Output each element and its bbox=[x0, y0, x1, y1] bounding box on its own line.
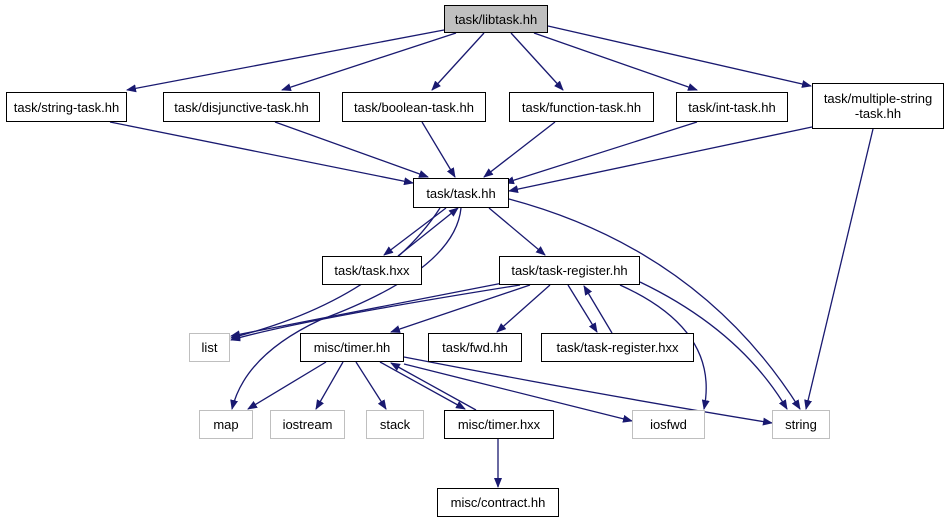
node-list: list bbox=[189, 333, 230, 362]
edge-boolean-task-task bbox=[421, 121, 456, 178]
edge-task-task-register bbox=[488, 207, 546, 256]
edge-timer-string bbox=[403, 356, 773, 426]
edge-timer-map bbox=[247, 361, 327, 410]
node-task-disjunctive-task-hh[interactable]: task/disjunctive-task.hh bbox=[163, 92, 320, 122]
edge-task-list bbox=[230, 207, 441, 340]
edge-timer-hxx-timer bbox=[390, 362, 477, 411]
node-task-string-task-hh[interactable]: task/string-task.hh bbox=[6, 92, 127, 122]
node-task-task-hh[interactable]: task/task.hh bbox=[413, 178, 509, 208]
node-misc-timer-hh[interactable]: misc/timer.hh bbox=[300, 333, 404, 362]
edge-libtask-multiple-string-task bbox=[547, 25, 812, 88]
edge-task-register-task-register-hxx bbox=[567, 284, 598, 333]
edge-task-string bbox=[508, 198, 801, 410]
node-task-task-register-hxx[interactable]: task/task-register.hxx bbox=[541, 333, 694, 362]
edge-task-register-list-2 bbox=[230, 281, 509, 339]
edge-timer-stack bbox=[355, 361, 387, 410]
node-task-libtask-hh[interactable]: task/libtask.hh bbox=[444, 5, 548, 33]
edge-task-register-hxx-task-register bbox=[583, 285, 613, 334]
node-task-task-register-hh[interactable]: task/task-register.hh bbox=[499, 256, 640, 285]
edge-task-register-list bbox=[230, 284, 521, 342]
node-task-int-task-hh[interactable]: task/int-task.hh bbox=[676, 92, 788, 122]
edge-task-register-string bbox=[639, 281, 788, 410]
edge-timer-iosfwd bbox=[403, 363, 633, 423]
edge-string-task-task bbox=[109, 121, 414, 186]
edge-task-register-fwd bbox=[496, 284, 551, 333]
node-task-multiple-string-task-hh[interactable]: task/multiple-string -task.hh bbox=[812, 83, 944, 129]
node-task-fwd-hh[interactable]: task/fwd.hh bbox=[428, 333, 522, 362]
edge-libtask-string-task bbox=[126, 29, 445, 93]
node-string: string bbox=[772, 410, 830, 439]
node-task-boolean-task-hh[interactable]: task/boolean-task.hh bbox=[342, 92, 486, 122]
edge-int-task-task bbox=[504, 121, 698, 185]
node-misc-timer-hxx[interactable]: misc/timer.hxx bbox=[444, 410, 554, 439]
node-map: map bbox=[199, 410, 253, 439]
edge-libtask-boolean-task bbox=[431, 32, 485, 91]
edge-task-map bbox=[230, 207, 462, 410]
edge-libtask-int-task bbox=[533, 32, 698, 91]
node-iosfwd: iosfwd bbox=[632, 410, 705, 439]
edge-task-register-timer bbox=[390, 284, 531, 333]
edge-function-task-task bbox=[483, 121, 556, 178]
edge-task-task-hxx bbox=[383, 207, 447, 256]
edge-multiple-string-task-task bbox=[508, 126, 813, 194]
edge-disjunctive-task-task bbox=[274, 121, 429, 178]
node-stack: stack bbox=[366, 410, 424, 439]
node-task-function-task-hh[interactable]: task/function-task.hh bbox=[509, 92, 654, 122]
edge-multiple-string-task-string bbox=[804, 128, 874, 410]
edge-libtask-disjunctive-task bbox=[281, 32, 457, 91]
node-misc-contract-hh[interactable]: misc/contract.hh bbox=[437, 488, 559, 517]
edge-timer-iostream bbox=[315, 361, 344, 410]
edge-libtask-function-task bbox=[510, 32, 564, 91]
node-task-task-hxx[interactable]: task/task.hxx bbox=[322, 256, 422, 285]
node-iostream: iostream bbox=[270, 410, 345, 439]
